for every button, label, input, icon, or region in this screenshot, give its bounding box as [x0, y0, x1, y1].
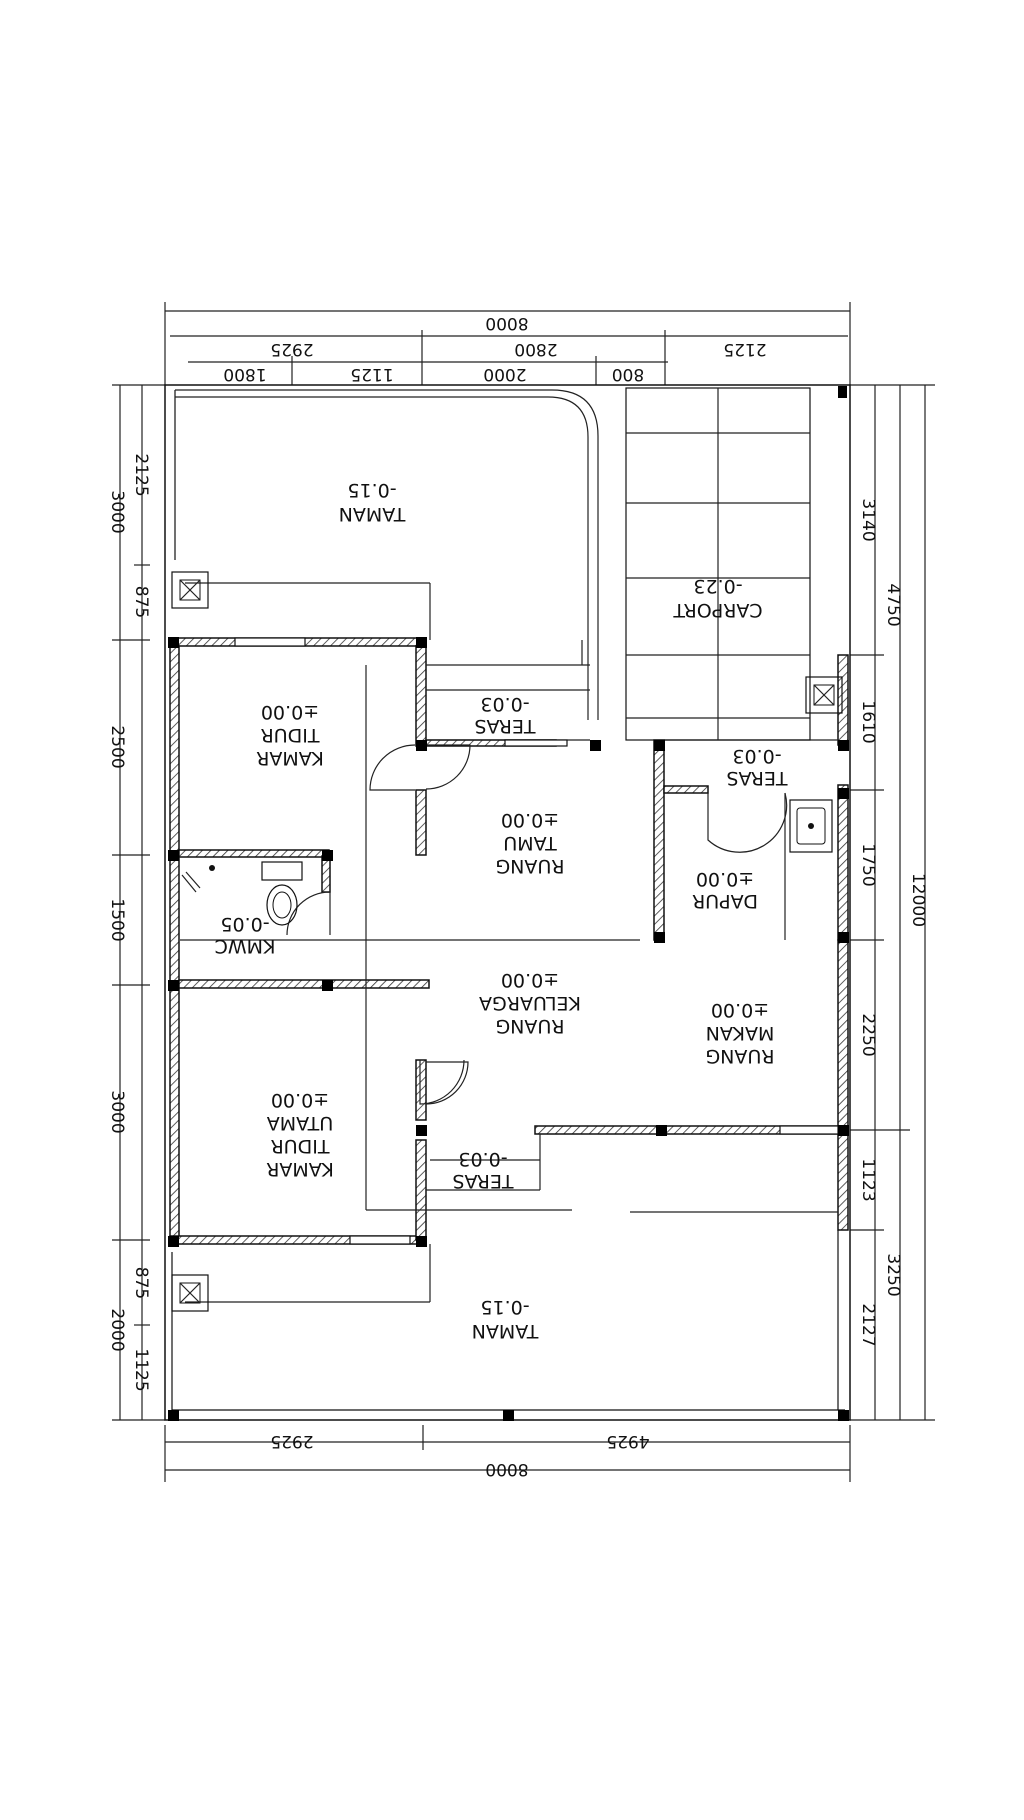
room-level: -0.23 [693, 575, 742, 597]
room-line2: TIDUR [271, 1135, 331, 1157]
dim-top-2125: 2125 [723, 339, 766, 359]
room-kamar-tidur: KAMAR TIDUR ±0.00 [256, 701, 324, 769]
room-name: DAPUR [692, 890, 758, 912]
room-ruang-tamu: RUANG TAMU ±0.00 [495, 809, 564, 877]
wall-kmwc-right [321, 855, 331, 893]
dim-bottom-2925: 2925 [270, 1431, 313, 1451]
room-level: -0.03 [480, 693, 529, 715]
shower-icon [181, 865, 215, 893]
room-taman-top: TAMAN -0.15 [339, 479, 407, 525]
dim-left-1500: 1500 [107, 898, 127, 941]
wall-dapur-top [663, 785, 709, 794]
wall-master-right-b [415, 1139, 427, 1241]
room-level: -0.03 [458, 1148, 507, 1170]
room-line2: TIDUR [261, 724, 321, 746]
room-ruang-makan: RUANG MAKAN ±0.00 [705, 999, 774, 1067]
wall-right-d [837, 1134, 849, 1231]
wall-dapur-left [653, 739, 665, 941]
room-taman-bottom: TAMAN -0.15 [472, 1296, 540, 1342]
dim-top-total: 8000 [485, 313, 528, 333]
room-carport: CARPORT -0.23 [673, 575, 763, 621]
wall-bedroom-kmwc [178, 849, 330, 858]
wall-left-master [169, 985, 180, 1242]
room-level: ±0.00 [696, 868, 754, 890]
room-labels: TAMAN -0.15 CARPORT -0.23 KAMAR TIDUR ±0… [215, 479, 789, 1342]
dim-right-2127: 2127 [858, 1303, 878, 1346]
room-level: -0.15 [480, 1296, 529, 1318]
room-level: ±0.00 [261, 701, 319, 723]
dim-top-1800: 1800 [223, 364, 266, 384]
room-kmwc: KMWC -0.05 [215, 913, 276, 957]
wall-right-c [837, 939, 849, 1131]
room-name: TERAS [474, 715, 536, 737]
dim-left-875b: 875 [131, 1267, 151, 1299]
dim-top-2925: 2925 [270, 339, 313, 359]
wall-master-right-a [415, 1059, 427, 1121]
dim-right-12000: 12000 [908, 873, 928, 927]
room-line1: RUANG [495, 1015, 564, 1037]
sink-icon [789, 799, 833, 853]
room-teras-dapur: TERAS -0.03 [726, 745, 788, 789]
dim-left-3000a: 3000 [107, 490, 127, 533]
dim-right-2250: 2250 [858, 1013, 878, 1056]
room-name: TERAS [452, 1170, 514, 1192]
room-level: -0.15 [347, 479, 396, 501]
room-name: TAMAN [472, 1320, 540, 1342]
room-ruang-keluarga: RUANG KELUARGA ±0.00 [479, 969, 581, 1037]
dim-top-800: 800 [612, 364, 644, 384]
room-name: TERAS [726, 767, 788, 789]
dim-left-2000: 2000 [107, 1308, 127, 1351]
room-teras-utama: TERAS -0.03 [452, 1148, 514, 1192]
wall-right-a [837, 654, 849, 746]
dim-left-1125: 1125 [131, 1348, 151, 1391]
plan-outline [164, 384, 851, 1421]
room-line1: KAMAR [266, 1158, 334, 1180]
room-line2: TAMU [503, 832, 557, 854]
room-level: ±0.00 [501, 809, 559, 831]
dim-left-3000b: 3000 [107, 1090, 127, 1133]
dim-right-1123: 1123 [858, 1158, 878, 1201]
wall-bedroom-right-b [415, 789, 427, 856]
room-line1: KAMAR [256, 747, 324, 769]
room-kamar-utama: KAMAR TIDUR UTAMA ±0.00 [266, 1089, 334, 1180]
room-level: -0.03 [732, 745, 781, 767]
room-level: ±0.00 [711, 999, 769, 1021]
dim-bottom-4925: 4925 [606, 1431, 649, 1451]
wall-left-kmwc [169, 855, 180, 987]
dim-right-1610: 1610 [858, 700, 878, 743]
room-line2: MAKAN [706, 1022, 775, 1044]
room-teras-tamu: TERAS -0.03 [474, 693, 536, 737]
dim-top-2800: 2800 [514, 339, 557, 359]
room-line2: KELUARGA [479, 992, 581, 1014]
room-line1: RUANG [705, 1045, 774, 1067]
room-level: -0.05 [220, 913, 269, 935]
room-name: TAMAN [339, 503, 407, 525]
wall-left-bedroom [169, 645, 180, 857]
dim-left-2125: 2125 [131, 453, 151, 496]
dim-left-2500: 2500 [107, 725, 127, 768]
room-line1: RUANG [495, 855, 564, 877]
dim-right-4750: 4750 [883, 583, 903, 626]
room-line3: UTAMA [267, 1112, 333, 1134]
room-name: CARPORT [673, 599, 763, 621]
dim-left-875a: 875 [131, 586, 151, 618]
dimension-lines [112, 302, 935, 1482]
dim-top-1125: 1125 [350, 364, 393, 384]
dim-right-1750: 1750 [858, 843, 878, 886]
dimension-labels: 8000 2925 2800 2125 1800 1125 2000 800 2… [107, 313, 928, 1479]
wall-kmwc-master [178, 979, 430, 989]
room-level: ±0.00 [501, 969, 559, 991]
wall-bedroom-right-a [415, 645, 427, 747]
dim-right-3140: 3140 [858, 498, 878, 541]
dim-right-3250: 3250 [883, 1253, 903, 1296]
room-name: KMWC [215, 935, 276, 957]
room-dapur: DAPUR ±0.00 [692, 868, 758, 912]
wall-right-b [837, 784, 849, 941]
dim-top-2000: 2000 [483, 364, 526, 384]
toilet-icon [261, 861, 303, 926]
room-level: ±0.00 [271, 1089, 329, 1111]
dim-bottom-total: 8000 [485, 1459, 528, 1479]
